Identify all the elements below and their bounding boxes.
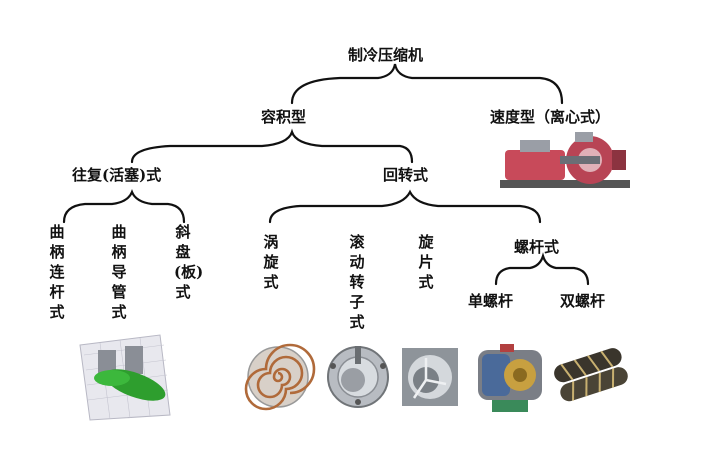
connector-positive-displacement	[130, 128, 414, 164]
root-label: 制冷压缩机	[348, 46, 424, 64]
connector-rotary	[268, 189, 542, 224]
reciprocating-label: 往复(活塞)式	[72, 166, 162, 184]
dynamic-label: 速度型（离心式）	[490, 108, 611, 126]
screw-label: 螺杆式	[514, 238, 560, 256]
connector-root	[290, 63, 564, 105]
positive-displacement-label: 容积型	[261, 108, 307, 126]
connector-screw	[494, 252, 590, 286]
single-screw-label: 单螺杆	[468, 292, 514, 310]
crank-connecting-rod-label: 曲柄连杆式	[49, 223, 65, 321]
rolling-rotor-label: 滚动转子式	[349, 233, 365, 331]
rotary-label: 回转式	[383, 166, 429, 184]
scroll-label: 涡旋式	[263, 233, 279, 291]
rotary-vane-label: 旋片式	[418, 233, 434, 291]
connector-reciprocating	[62, 189, 186, 224]
twin-screw-label: 双螺杆	[560, 292, 606, 310]
crank-guide-tube-label: 曲柄导管式	[111, 223, 127, 321]
